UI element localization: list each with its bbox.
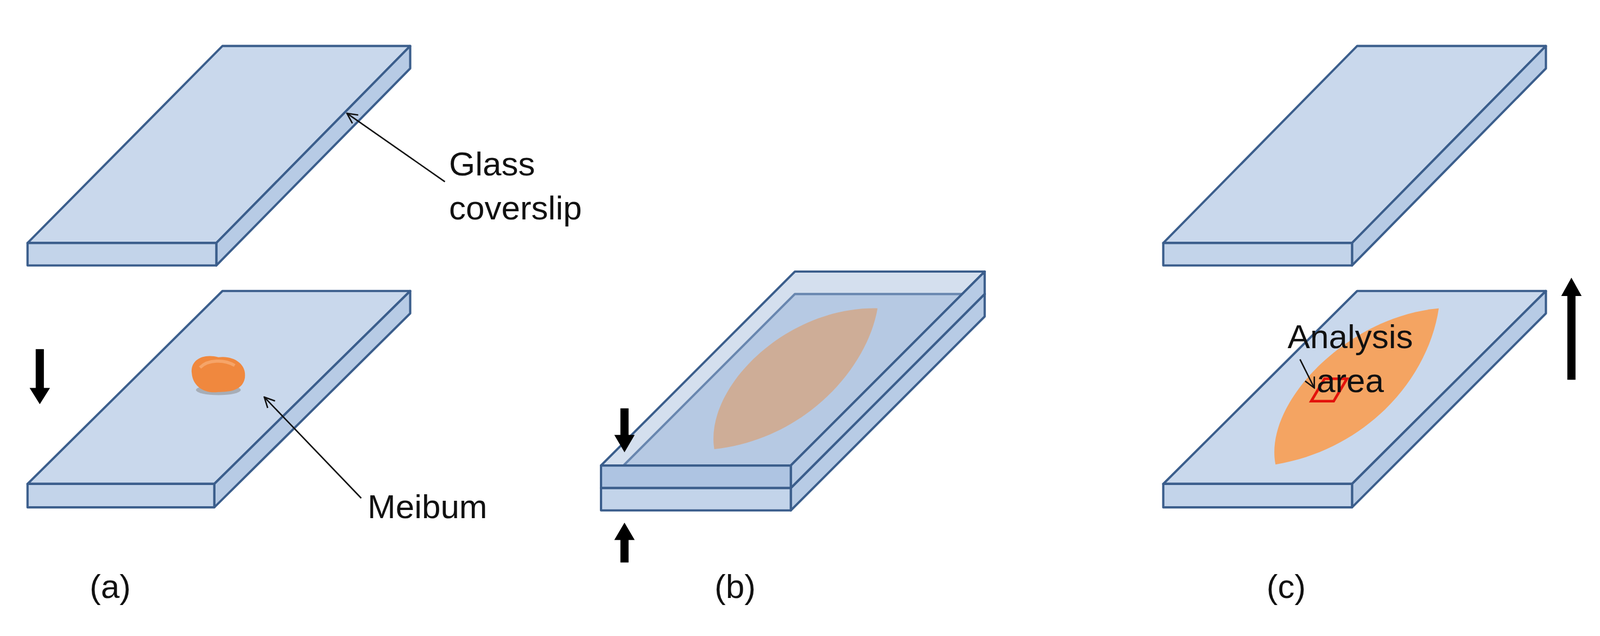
- meibum-drop: [191, 356, 245, 396]
- glass-slide: [27, 291, 411, 508]
- leader-line: [264, 396, 362, 498]
- glass-slide: [1163, 291, 1547, 508]
- leader-line: [346, 113, 445, 182]
- panel-label: (a): [66, 564, 154, 609]
- part-label: Glass coverslip: [448, 142, 623, 230]
- press-arrow: [29, 349, 51, 404]
- glass-coverslip: [27, 46, 411, 266]
- glass-coverslip: [1163, 46, 1547, 266]
- press-arrows: [614, 408, 635, 563]
- panel-label: (b): [691, 564, 779, 609]
- leader-line: [1299, 359, 1314, 389]
- part-label: Analysis area: [1263, 314, 1438, 403]
- lift-arrow: [1561, 277, 1583, 380]
- part-label: Meibum: [367, 484, 542, 529]
- glass-sandwich: [601, 271, 985, 511]
- panel-label: (c): [1242, 564, 1330, 609]
